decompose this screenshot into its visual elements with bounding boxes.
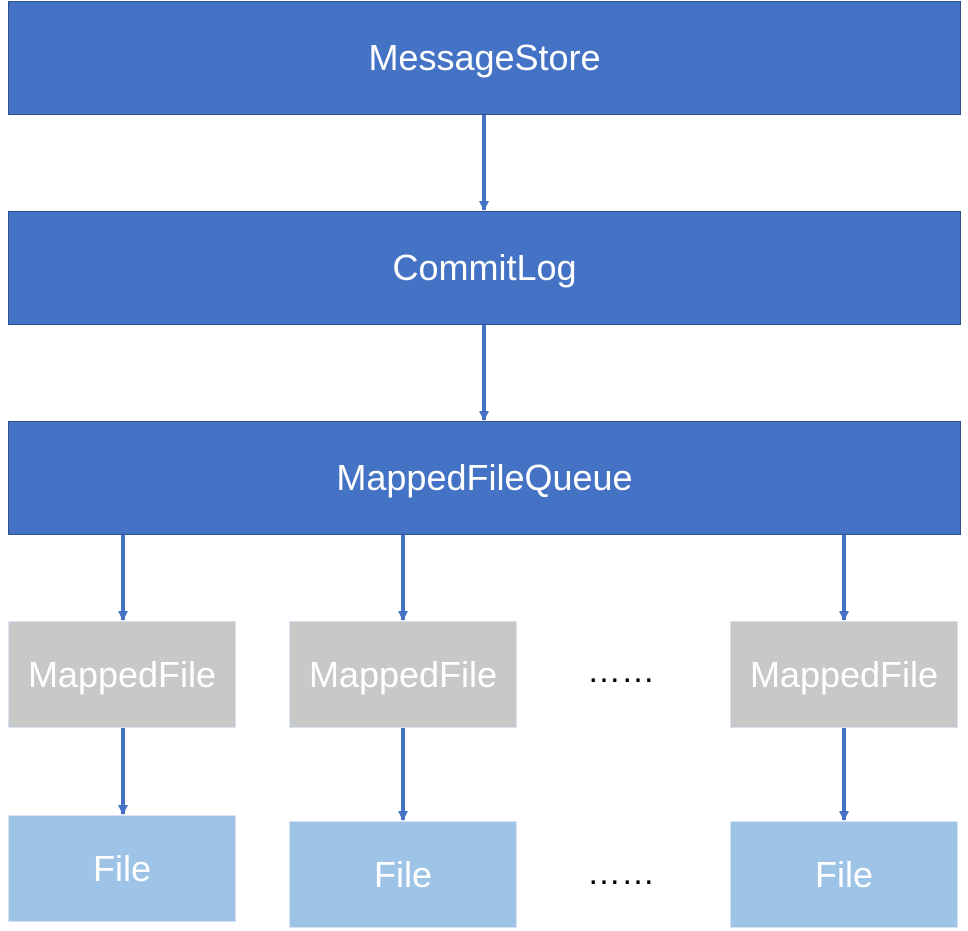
mappedfile-box-1: MappedFile — [8, 621, 236, 728]
messagestore-box: MessageStore — [8, 1, 961, 115]
file-box-1: File — [8, 815, 236, 922]
mappedfile-ellipsis: …… — [587, 652, 655, 690]
commitlog-box: CommitLog — [8, 211, 961, 325]
mappedfile-box-2: MappedFile — [289, 621, 517, 728]
file-box-3: File — [730, 821, 958, 928]
file-box-2: File — [289, 821, 517, 928]
file-ellipsis: …… — [587, 854, 655, 892]
mappedfilequeue-box: MappedFileQueue — [8, 421, 961, 535]
mappedfile-box-3: MappedFile — [730, 621, 958, 728]
